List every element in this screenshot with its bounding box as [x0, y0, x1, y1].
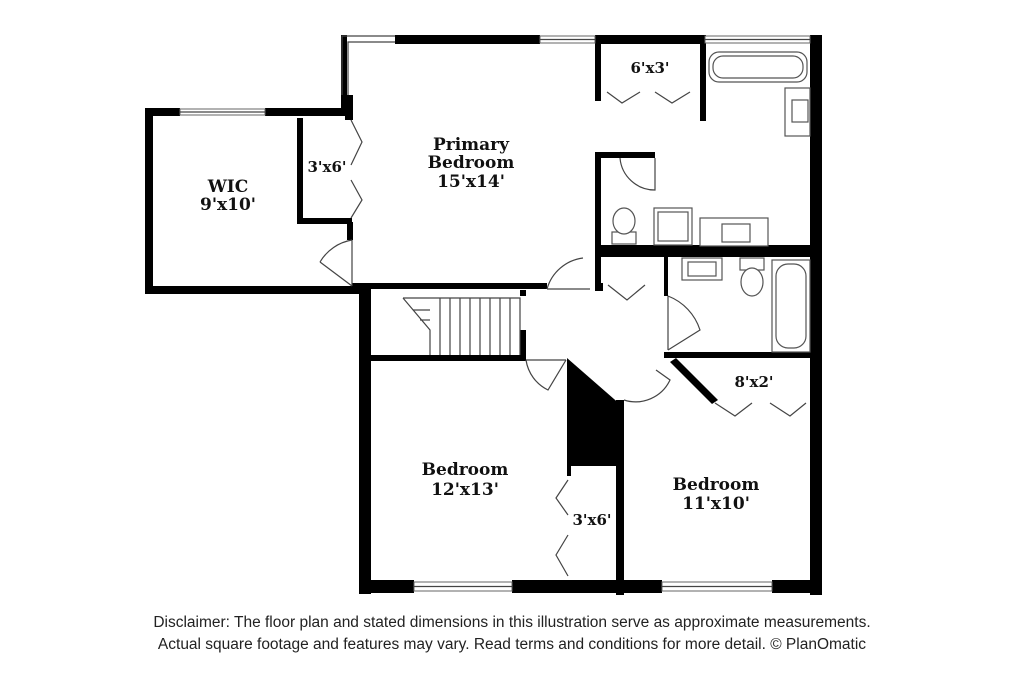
doors: [319, 91, 807, 577]
closet-primary-size: 3'x6': [307, 158, 346, 176]
disclaimer-line1: Disclaimer: The floor plan and stated di…: [153, 614, 871, 631]
bedroom-right-size: 11'x10': [682, 494, 750, 514]
walls: [145, 35, 822, 595]
primary-bedroom-name-line1: Primary: [433, 135, 510, 155]
closet-bedroom-left-size: 3'x6': [572, 511, 611, 529]
wic-size: 9'x10': [200, 195, 256, 215]
closet-bedroom-right-size: 8'x2': [734, 373, 773, 391]
disclaimer-line2: Actual square footage and features may v…: [157, 636, 867, 653]
windows: [179, 35, 811, 592]
closet-top-size: 6'x3': [630, 59, 669, 77]
wic-name: WIC: [207, 177, 249, 197]
fixtures: [611, 51, 811, 353]
floor-plan: Primary Bedroom 15'x14' WIC 9'x10' 3'x6'…: [145, 35, 822, 595]
primary-bedroom-name-line2: Bedroom: [428, 153, 515, 173]
bedroom-left-name: Bedroom: [422, 460, 509, 480]
bedroom-right-name: Bedroom: [673, 475, 760, 495]
primary-bedroom-size: 15'x14': [437, 172, 505, 192]
disclaimer: Disclaimer: The floor plan and stated di…: [0, 612, 1024, 656]
stairs: [402, 297, 521, 355]
bedroom-left-size: 12'x13': [431, 480, 499, 500]
